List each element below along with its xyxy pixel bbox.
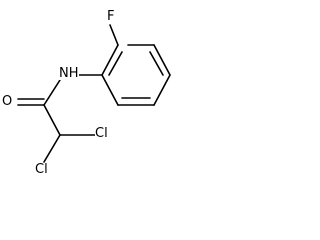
ring-double-bond: [108, 51, 123, 76]
fluorine-label: F: [107, 9, 115, 24]
bond-layer: [17, 24, 171, 163]
amide-nh-label: NH: [59, 66, 79, 81]
ring-bond: [153, 74, 171, 106]
c-f-bond: [109, 24, 119, 46]
ring-double-bond: [149, 51, 164, 76]
c-c-bond: [43, 104, 61, 136]
c-cl-bond: [43, 134, 61, 163]
chlorine-label-bottom: Cl: [35, 162, 48, 177]
n-c-bond: [43, 79, 61, 106]
ring-bond: [101, 44, 119, 76]
carbonyl-oxygen-label: O: [2, 94, 13, 109]
chlorine-label-right: Cl: [95, 126, 108, 141]
structure-diagram: F NH O Cl Cl: [0, 0, 191, 189]
ring-bond: [101, 74, 119, 106]
ring-bond: [153, 44, 171, 76]
